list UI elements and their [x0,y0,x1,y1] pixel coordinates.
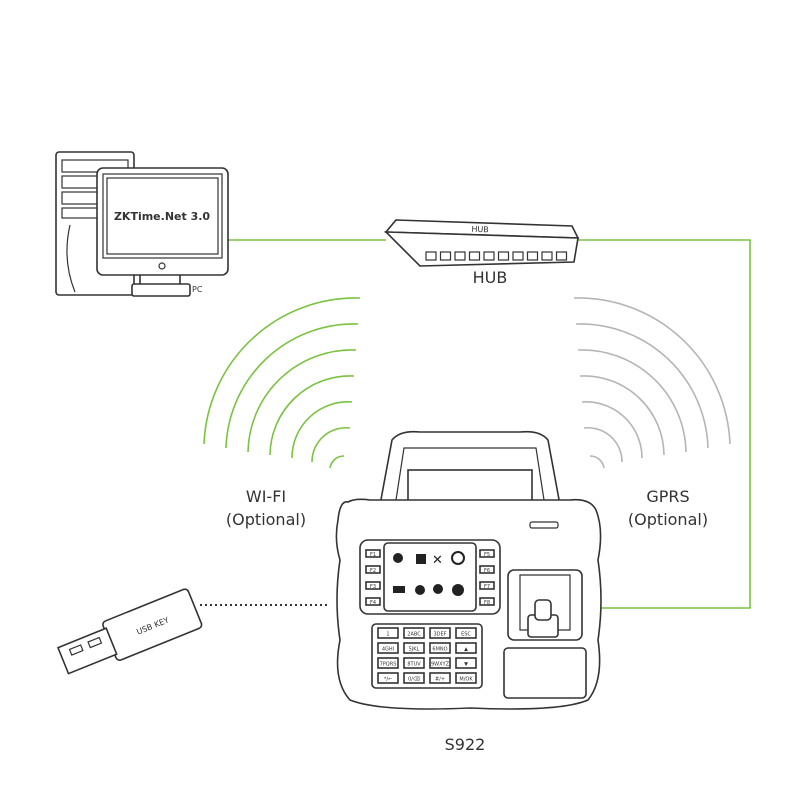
fingerprint-sensor [507,569,583,641]
keypad-key[interactable] [403,642,425,654]
keypad-key-label: 7PQRS [380,662,397,668]
function-key-label: F5 [484,552,490,558]
keypad-key[interactable] [377,642,399,654]
function-key[interactable] [365,581,381,590]
tools-icon: ✕ [432,553,443,568]
users-icon [393,553,403,563]
hub-port [454,251,466,261]
hub-port [497,251,510,261]
keypad-key-label: ▼ [464,662,468,668]
hub-port [483,251,495,261]
hub-port [468,251,481,261]
card-reader [503,647,587,699]
pc-screen-text: ZKTime.Net 3.0 [114,210,210,223]
keypad-key[interactable] [455,657,477,669]
wifi-optional-label: (Optional) [226,510,306,529]
pc-monitor: ZKTime.Net 3.0 [96,167,229,297]
function-key-label: F4 [370,600,376,606]
disk-icon [415,585,425,595]
keypad-key-label: 0/⌫ [408,677,420,683]
function-key-label: F3 [370,584,376,590]
pc: ZKTime.Net 3.0 PC [55,151,229,297]
keypad-key[interactable] [455,627,477,639]
keypad-key-label: 9WXYZ [431,662,450,668]
hub-top-text: HUB [471,225,489,235]
search-icon [433,584,443,594]
hub-port [541,251,553,261]
hub-port [512,251,524,261]
keypad-key[interactable] [429,657,451,669]
hub-port [425,251,437,261]
function-key[interactable] [365,565,381,574]
device-handle [379,430,561,511]
function-key-label: F6 [484,568,490,574]
keypad-key-label: 5JKL [409,647,420,653]
hub-port [439,251,452,261]
keypad-key-label: 1 [386,632,389,638]
keypad-key[interactable] [429,642,451,654]
hub-label: HUB [473,268,508,287]
keypad-key[interactable] [403,657,425,669]
usb-key: USB KEY [56,588,203,675]
keypad-key[interactable] [455,672,477,684]
keypad-keys: 1 2ABC 3DEF ESC 4GHI 5JKL 6MNO ▲ 7PQRS 8TUV 9WXYZ ▼… [377,627,477,684]
keypad-key-label: ▲ [464,647,468,653]
function-key[interactable] [479,597,495,606]
keypad-key[interactable] [455,642,477,654]
hub-port [555,251,568,261]
keypad-key[interactable] [377,627,399,639]
keypad-key-label: 6MNO [432,647,447,653]
function-key[interactable] [479,581,495,590]
keypad-key[interactable] [377,672,399,684]
keypad-key-label: M/OK [459,677,473,683]
keypad-key[interactable] [429,672,451,684]
device-label: S922 [445,735,486,754]
keypad-key[interactable] [403,627,425,639]
gprs-label: GPRS [646,487,689,506]
hub-device-link [576,239,751,609]
function-key[interactable] [479,565,495,574]
keypad-key-label: */← [384,677,392,683]
function-key-label: F7 [484,584,490,590]
keypad-key[interactable] [377,657,399,669]
hub-port [526,251,539,261]
function-key-label: F8 [484,600,490,606]
keypad-key-label: 2ABC [407,632,421,638]
gprs-optional-label: (Optional) [628,510,708,529]
hub: HUB HUB [384,219,580,287]
settings-icon [452,584,464,596]
function-key[interactable] [479,549,495,558]
keypad-key[interactable] [403,672,425,684]
pc-label: PC [192,285,203,294]
gprs-signal-icon [573,297,731,469]
function-key[interactable] [365,549,381,558]
keypad-key-label: 4GHI [382,647,394,653]
wifi-label: WI-FI [246,487,286,506]
keypad-key-label: 8TUV [407,662,421,668]
function-key-label: F2 [370,568,376,574]
function-key[interactable] [365,597,381,606]
screen-icons: ✕ [393,551,465,596]
wifi-signal-icon [203,297,361,469]
keypad-key[interactable] [429,627,451,639]
keypad [371,623,483,689]
keypad-key-label: #/+ [435,677,445,683]
hub-ports [425,251,568,261]
keypad-key-label: ESC [461,632,471,638]
clock-icon [451,551,465,565]
record-icon [416,554,426,564]
usb-icon [393,586,405,593]
function-key-label: F1 [370,552,376,558]
keypad-key-label: 3DEF [433,632,446,638]
